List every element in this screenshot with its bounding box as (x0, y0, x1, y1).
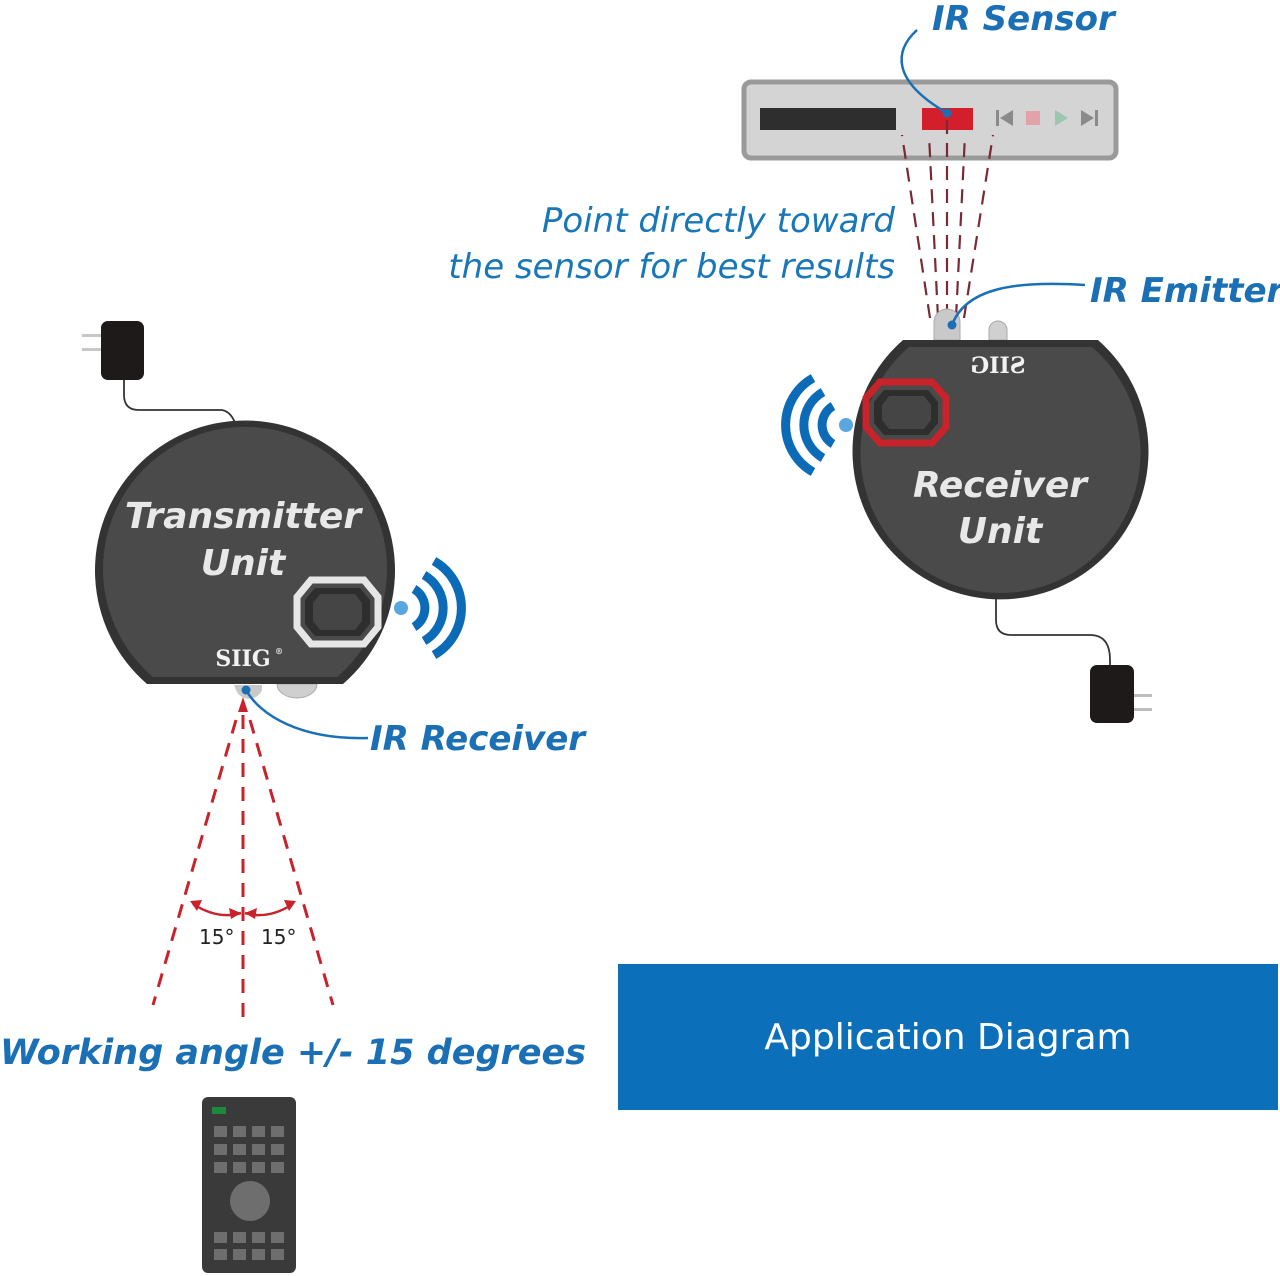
ir-arrowhead (238, 697, 248, 712)
receiver-logo: SIIG (970, 353, 1025, 379)
play-icon (1055, 110, 1068, 126)
ir-sensor-dot (942, 108, 952, 118)
receiver-wireless-icon (781, 374, 853, 476)
hint-text-line2: the sensor for best results (448, 247, 895, 287)
ir-sensor-label: IR Sensor (932, 0, 1117, 39)
ir-emitter-leader (950, 282, 1086, 326)
angle-arrowheads (190, 900, 296, 919)
transmitter-logo-mark: ® (275, 646, 283, 656)
remote-dpad (230, 1181, 270, 1221)
banner-title: Application Diagram (764, 1016, 1132, 1058)
ir-emitter-dot (947, 320, 957, 330)
receiver-bump (988, 320, 1008, 341)
angle-right-label: 15° (261, 925, 296, 949)
next-track-icon (1081, 110, 1098, 126)
ir-sensor-leader (900, 29, 948, 115)
receiver-title-line1: Receiver (913, 465, 1089, 506)
transmitter-power-adapter (82, 321, 144, 380)
receiver-power-cable (995, 597, 1111, 666)
ir-emitter-label: IR Emitter (1090, 271, 1280, 311)
receiver-power-adapter (1090, 665, 1152, 723)
receiver-port-highlight (862, 378, 950, 447)
remote-led (212, 1107, 226, 1114)
transmitter-unit: Transmitter Unit SIIG ® (95, 420, 395, 699)
receiver-unit: SIIG Receiver Unit (852, 308, 1149, 600)
transmitter-wireless-icon (394, 557, 466, 659)
ir-receiver-label: IR Receiver (370, 719, 587, 759)
hint-text-line1: Point directly toward (542, 201, 896, 241)
remote-control (202, 1097, 296, 1273)
angle-left-label: 15° (199, 925, 234, 949)
ir-receiver-dot (241, 685, 251, 695)
transmitter-port-ring (293, 576, 382, 648)
transmitter-bump (276, 683, 318, 699)
transmitter-logo: SIIG (215, 646, 270, 672)
transmitter-title-line2: Unit (201, 543, 287, 584)
transmitter-title-line1: Transmitter (125, 496, 363, 537)
receiver-title-line2: Unit (958, 511, 1044, 552)
ir-sensor-window (922, 108, 973, 130)
ir-emitter-bump (933, 308, 961, 341)
prev-track-icon (996, 110, 1013, 126)
av-device (741, 79, 1119, 161)
remote-bottom-keys (214, 1232, 284, 1260)
transmitter-power-cable (123, 380, 237, 427)
display-panel (760, 108, 896, 130)
working-angle-label: Working angle +/- 15 degrees (0, 1033, 586, 1073)
remote-keypad (214, 1126, 284, 1173)
working-angle-lines (151, 715, 335, 1018)
application-diagram-banner: Application Diagram (618, 964, 1278, 1110)
ir-beam-lines (900, 118, 995, 319)
stop-icon (1026, 111, 1040, 125)
ir-receiver-leader (244, 689, 369, 740)
svg-text:SIIG: SIIG (970, 353, 1025, 379)
